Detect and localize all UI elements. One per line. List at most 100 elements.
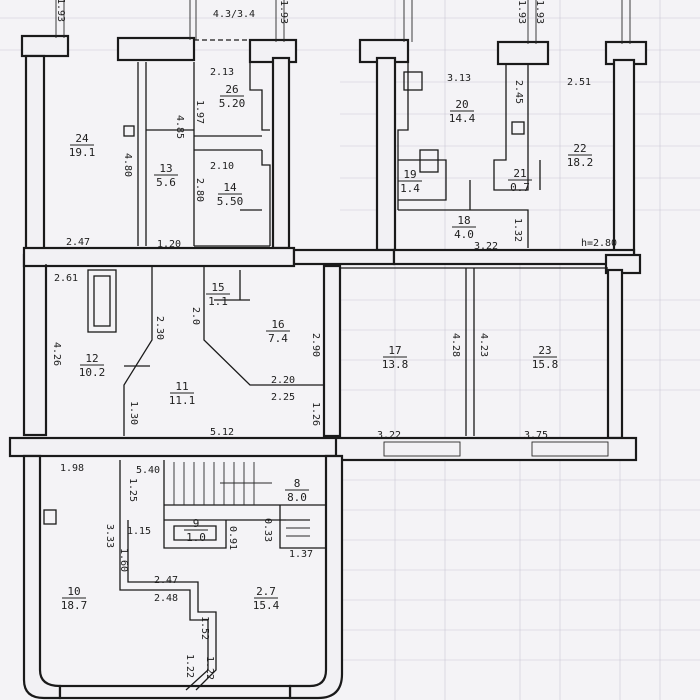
dimension-label: 3.22: [474, 241, 498, 252]
staircase: [173, 462, 310, 537]
dimension-label: 3.22: [377, 430, 401, 441]
room-number: 14: [223, 181, 237, 194]
room-area: 10.2: [79, 366, 106, 379]
dimension-label: 1.20: [157, 239, 181, 250]
room-number: 2.7: [256, 585, 276, 598]
dimension-label: 2.45: [513, 80, 524, 104]
room-area: 4.0: [454, 228, 474, 241]
dimension-label: 1.32: [512, 218, 523, 242]
room-number: 17: [388, 344, 401, 357]
room-r19: 191.4: [398, 168, 422, 195]
room-area: 1.0: [186, 531, 206, 544]
room-number: 8: [294, 477, 301, 490]
room-number: 23: [538, 344, 551, 357]
room-r21: 210.7: [508, 167, 532, 194]
room-area: 5.6: [156, 176, 176, 189]
room-r27: 2.715.4: [253, 585, 280, 612]
dimension-label: 1.98: [60, 463, 84, 474]
room-r13: 135.6: [154, 162, 178, 189]
dimension-label: 4.80: [122, 153, 133, 177]
dimension-label: 2.51: [567, 77, 591, 88]
room-number: 11: [175, 380, 188, 393]
dimension-label: 1.22: [204, 656, 215, 680]
room-area: 5.50: [217, 195, 244, 208]
dimension-label: 4.23: [478, 333, 489, 357]
partitions: [45, 39, 608, 691]
room-r26: 265.20: [219, 83, 246, 110]
dimension-label: 2.10: [210, 161, 234, 172]
room-number: 16: [271, 318, 284, 331]
dimension-label: 4.85: [174, 115, 185, 139]
dimension-label: 3.75: [524, 430, 548, 441]
room-number: 20: [455, 98, 468, 111]
dimension-label: 3.33: [104, 524, 115, 548]
dimension-label: 1.37: [289, 549, 313, 560]
room-r8: 88.0: [285, 477, 309, 504]
room-number: 19: [403, 168, 416, 181]
room-area: 15.8: [532, 358, 559, 371]
dimension-label: 1.93: [516, 0, 527, 24]
dimension-label: 4.3/3.4: [213, 9, 255, 20]
dimension-label: 2.47: [154, 575, 178, 586]
room-number: 12: [85, 352, 98, 365]
dimension-label: 1.25: [127, 478, 138, 502]
room-r14: 145.50: [217, 181, 244, 208]
room-area: 8.0: [287, 491, 307, 504]
room-area: 14.4: [449, 112, 476, 125]
room-r18: 184.0: [452, 214, 476, 241]
dimension-label: 0.91: [227, 526, 238, 550]
dimension-label: 3.13: [447, 73, 471, 84]
room-number: 24: [75, 132, 89, 145]
room-r9: 91.0: [184, 517, 208, 544]
dimension-label: 1.52: [199, 616, 210, 640]
room-area: 18.7: [61, 599, 88, 612]
room-area: 7.4: [268, 332, 288, 345]
dimension-label: 1.93: [55, 0, 66, 22]
dimension-label: 2.47: [66, 237, 90, 248]
dimension-label: 2.13: [210, 67, 234, 78]
room-area: 13.8: [382, 358, 409, 371]
room-area: 1.4: [400, 182, 420, 195]
room-area: 15.4: [253, 599, 280, 612]
dimension-label: 2.0: [190, 307, 201, 325]
dimension-label: 2.90: [310, 333, 321, 357]
dimension-label: 2.80: [194, 178, 205, 202]
dimension-label: 1.26: [310, 402, 321, 426]
room-area: 0.7: [510, 181, 530, 194]
room-number: 26: [225, 83, 238, 96]
room-area: 19.1: [69, 146, 96, 159]
dimension-label: 5.40: [136, 465, 160, 476]
room-number: 21: [513, 167, 526, 180]
dimension-label: 1.22: [184, 654, 195, 678]
dimension-label: 2.25: [271, 392, 295, 403]
room-number: 15: [211, 281, 224, 294]
room-number: 13: [159, 162, 172, 175]
room-number: 22: [573, 142, 586, 155]
dimension-label: 4.28: [450, 333, 461, 357]
walls: [8, 34, 648, 700]
dimension-label: h=2.80: [581, 238, 617, 249]
dimension-label: 1.97: [194, 100, 205, 124]
room-r15: 151.1: [206, 281, 230, 308]
room-r16: 167.4: [266, 318, 290, 345]
fixtures: [43, 71, 525, 525]
dimension-label: 1.93: [534, 0, 545, 24]
room-area: 11.1: [169, 394, 196, 407]
dimension-label: 4.26: [51, 342, 62, 366]
dimension-label: 2.61: [54, 273, 78, 284]
room-area: 1.1: [208, 295, 228, 308]
windows: [55, 0, 631, 457]
dimension-label: 5.12: [210, 427, 234, 438]
room-area: 5.20: [219, 97, 246, 110]
